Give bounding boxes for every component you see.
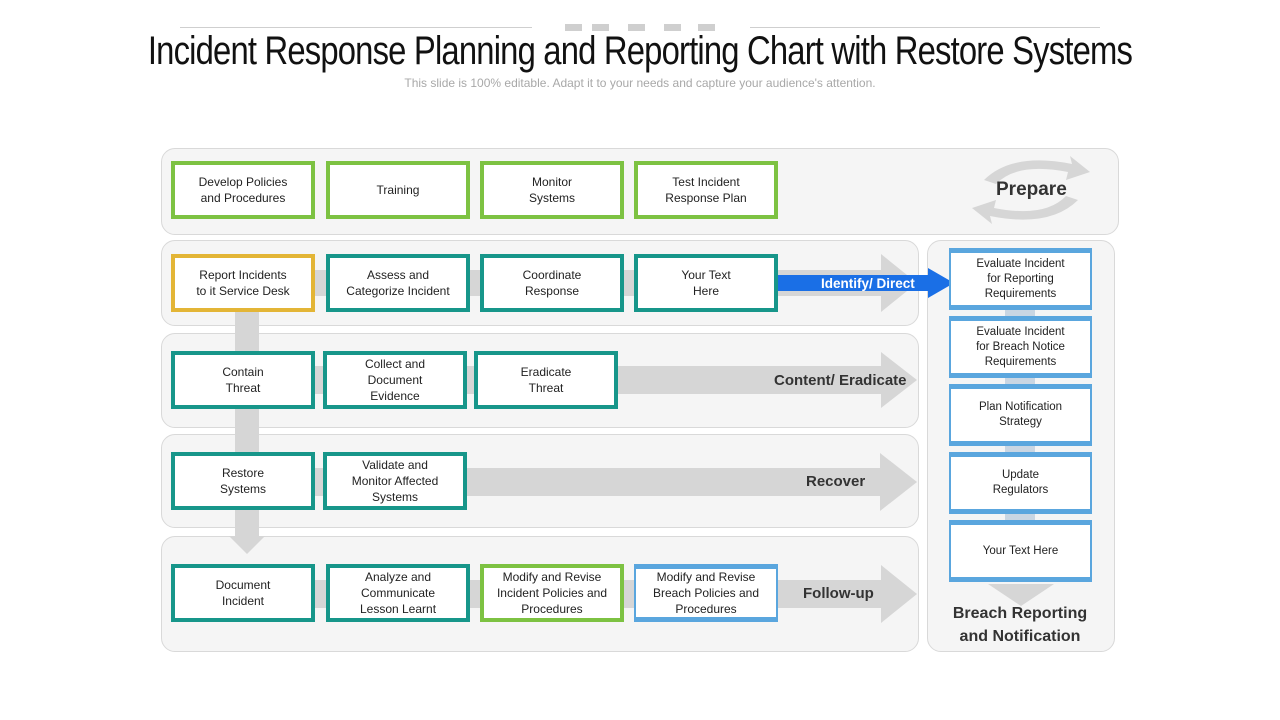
- step-label: Coordinate Response: [522, 268, 582, 298]
- header-dash: [565, 24, 582, 31]
- cycle-arrows-icon: [972, 156, 1090, 224]
- recover-step: Validate and Monitor Affected Systems: [323, 452, 467, 510]
- step-label: Collect and Document Evidence: [364, 357, 426, 403]
- header-dash: [664, 24, 681, 31]
- followup-stage-label: Follow-up: [803, 585, 874, 602]
- contain-stage-label: Content/ Eradicate: [774, 372, 907, 389]
- breach-step: Evaluate Incident for Reporting Requirem…: [949, 248, 1092, 310]
- header-dash: [698, 24, 715, 31]
- step-label: Plan Notification Strategy: [978, 401, 1063, 428]
- step-label: Evaluate Incident for Breach Notice Requ…: [976, 325, 1065, 368]
- header-rule-left: [180, 27, 532, 28]
- followup-step: Analyze and Communicate Lesson Learnt: [326, 564, 470, 622]
- step-label: Report Incidents to it Service Desk: [196, 268, 290, 298]
- identify-stage-label: Identify/ Direct: [821, 276, 915, 291]
- followup-stage-arrow: [775, 565, 917, 623]
- step-label: Validate and Monitor Affected Systems: [351, 458, 439, 504]
- step-label: Monitor Systems: [528, 175, 575, 205]
- prepare-step: Develop Policies and Procedures: [171, 161, 315, 219]
- prepare-step: Test Incident Response Plan: [634, 161, 778, 219]
- breach-step: Your Text Here: [949, 520, 1092, 582]
- identify-direct-arrow: [778, 268, 954, 298]
- step-label: Update Regulators: [992, 469, 1049, 496]
- step-label: Your Text Here: [681, 268, 731, 298]
- step-label: Document Incident: [215, 578, 271, 608]
- identify-step: Report Incidents to it Service Desk: [171, 254, 315, 312]
- recover-stage-arrow: [464, 453, 917, 511]
- breach-stage-label: Breach Reporting and Notification: [952, 605, 1088, 645]
- step-label: Analyze and Communicate Lesson Learnt: [359, 570, 437, 616]
- header-rule-right: [750, 27, 1100, 28]
- breach-step: Evaluate Incident for Breach Notice Requ…: [949, 316, 1092, 378]
- identify-step: Your Text Here: [634, 254, 778, 312]
- breach-step: Update Regulators: [949, 452, 1092, 514]
- step-label: Assess and Categorize Incident: [346, 268, 450, 298]
- breach-step: Plan Notification Strategy: [949, 384, 1092, 446]
- step-label: Contain Threat: [222, 365, 264, 395]
- step-label: Test Incident Response Plan: [665, 175, 747, 205]
- contain-step: Eradicate Threat: [474, 351, 618, 409]
- header-dash: [592, 24, 609, 31]
- down-arrow-head: [229, 536, 265, 554]
- page-subtitle: This slide is 100% editable. Adapt it to…: [404, 76, 876, 90]
- header-dash: [628, 24, 645, 31]
- contain-step: Contain Threat: [171, 351, 315, 409]
- recover-step: Restore Systems: [171, 452, 315, 510]
- contain-step: Collect and Document Evidence: [323, 351, 467, 409]
- step-label: Modify and Revise Incident Policies and …: [496, 570, 608, 616]
- identify-step: Coordinate Response: [480, 254, 624, 312]
- page-title: Incident Response Planning and Reporting…: [147, 29, 1133, 73]
- contain-stage-arrow: [615, 352, 917, 408]
- identify-step: Assess and Categorize Incident: [326, 254, 470, 312]
- followup-step: Modify and Revise Incident Policies and …: [480, 564, 624, 622]
- recover-stage-label: Recover: [806, 473, 866, 490]
- step-label: Develop Policies and Procedures: [198, 175, 288, 205]
- breach-down-arrow: [988, 584, 1054, 606]
- prepare-step: Monitor Systems: [480, 161, 624, 219]
- step-label: Restore Systems: [219, 466, 266, 496]
- step-label: Modify and Revise Breach Policies and Pr…: [652, 570, 760, 616]
- followup-step: Modify and Revise Breach Policies and Pr…: [634, 564, 778, 622]
- prepare-stage-label: Prepare: [996, 179, 1067, 200]
- prepare-step: Training: [326, 161, 470, 219]
- step-label: Evaluate Incident for Reporting Requirem…: [976, 257, 1065, 300]
- step-label: Your Text Here: [982, 544, 1059, 557]
- step-label: Training: [376, 183, 420, 197]
- followup-step: Document Incident: [171, 564, 315, 622]
- step-label: Eradicate Threat: [520, 365, 572, 395]
